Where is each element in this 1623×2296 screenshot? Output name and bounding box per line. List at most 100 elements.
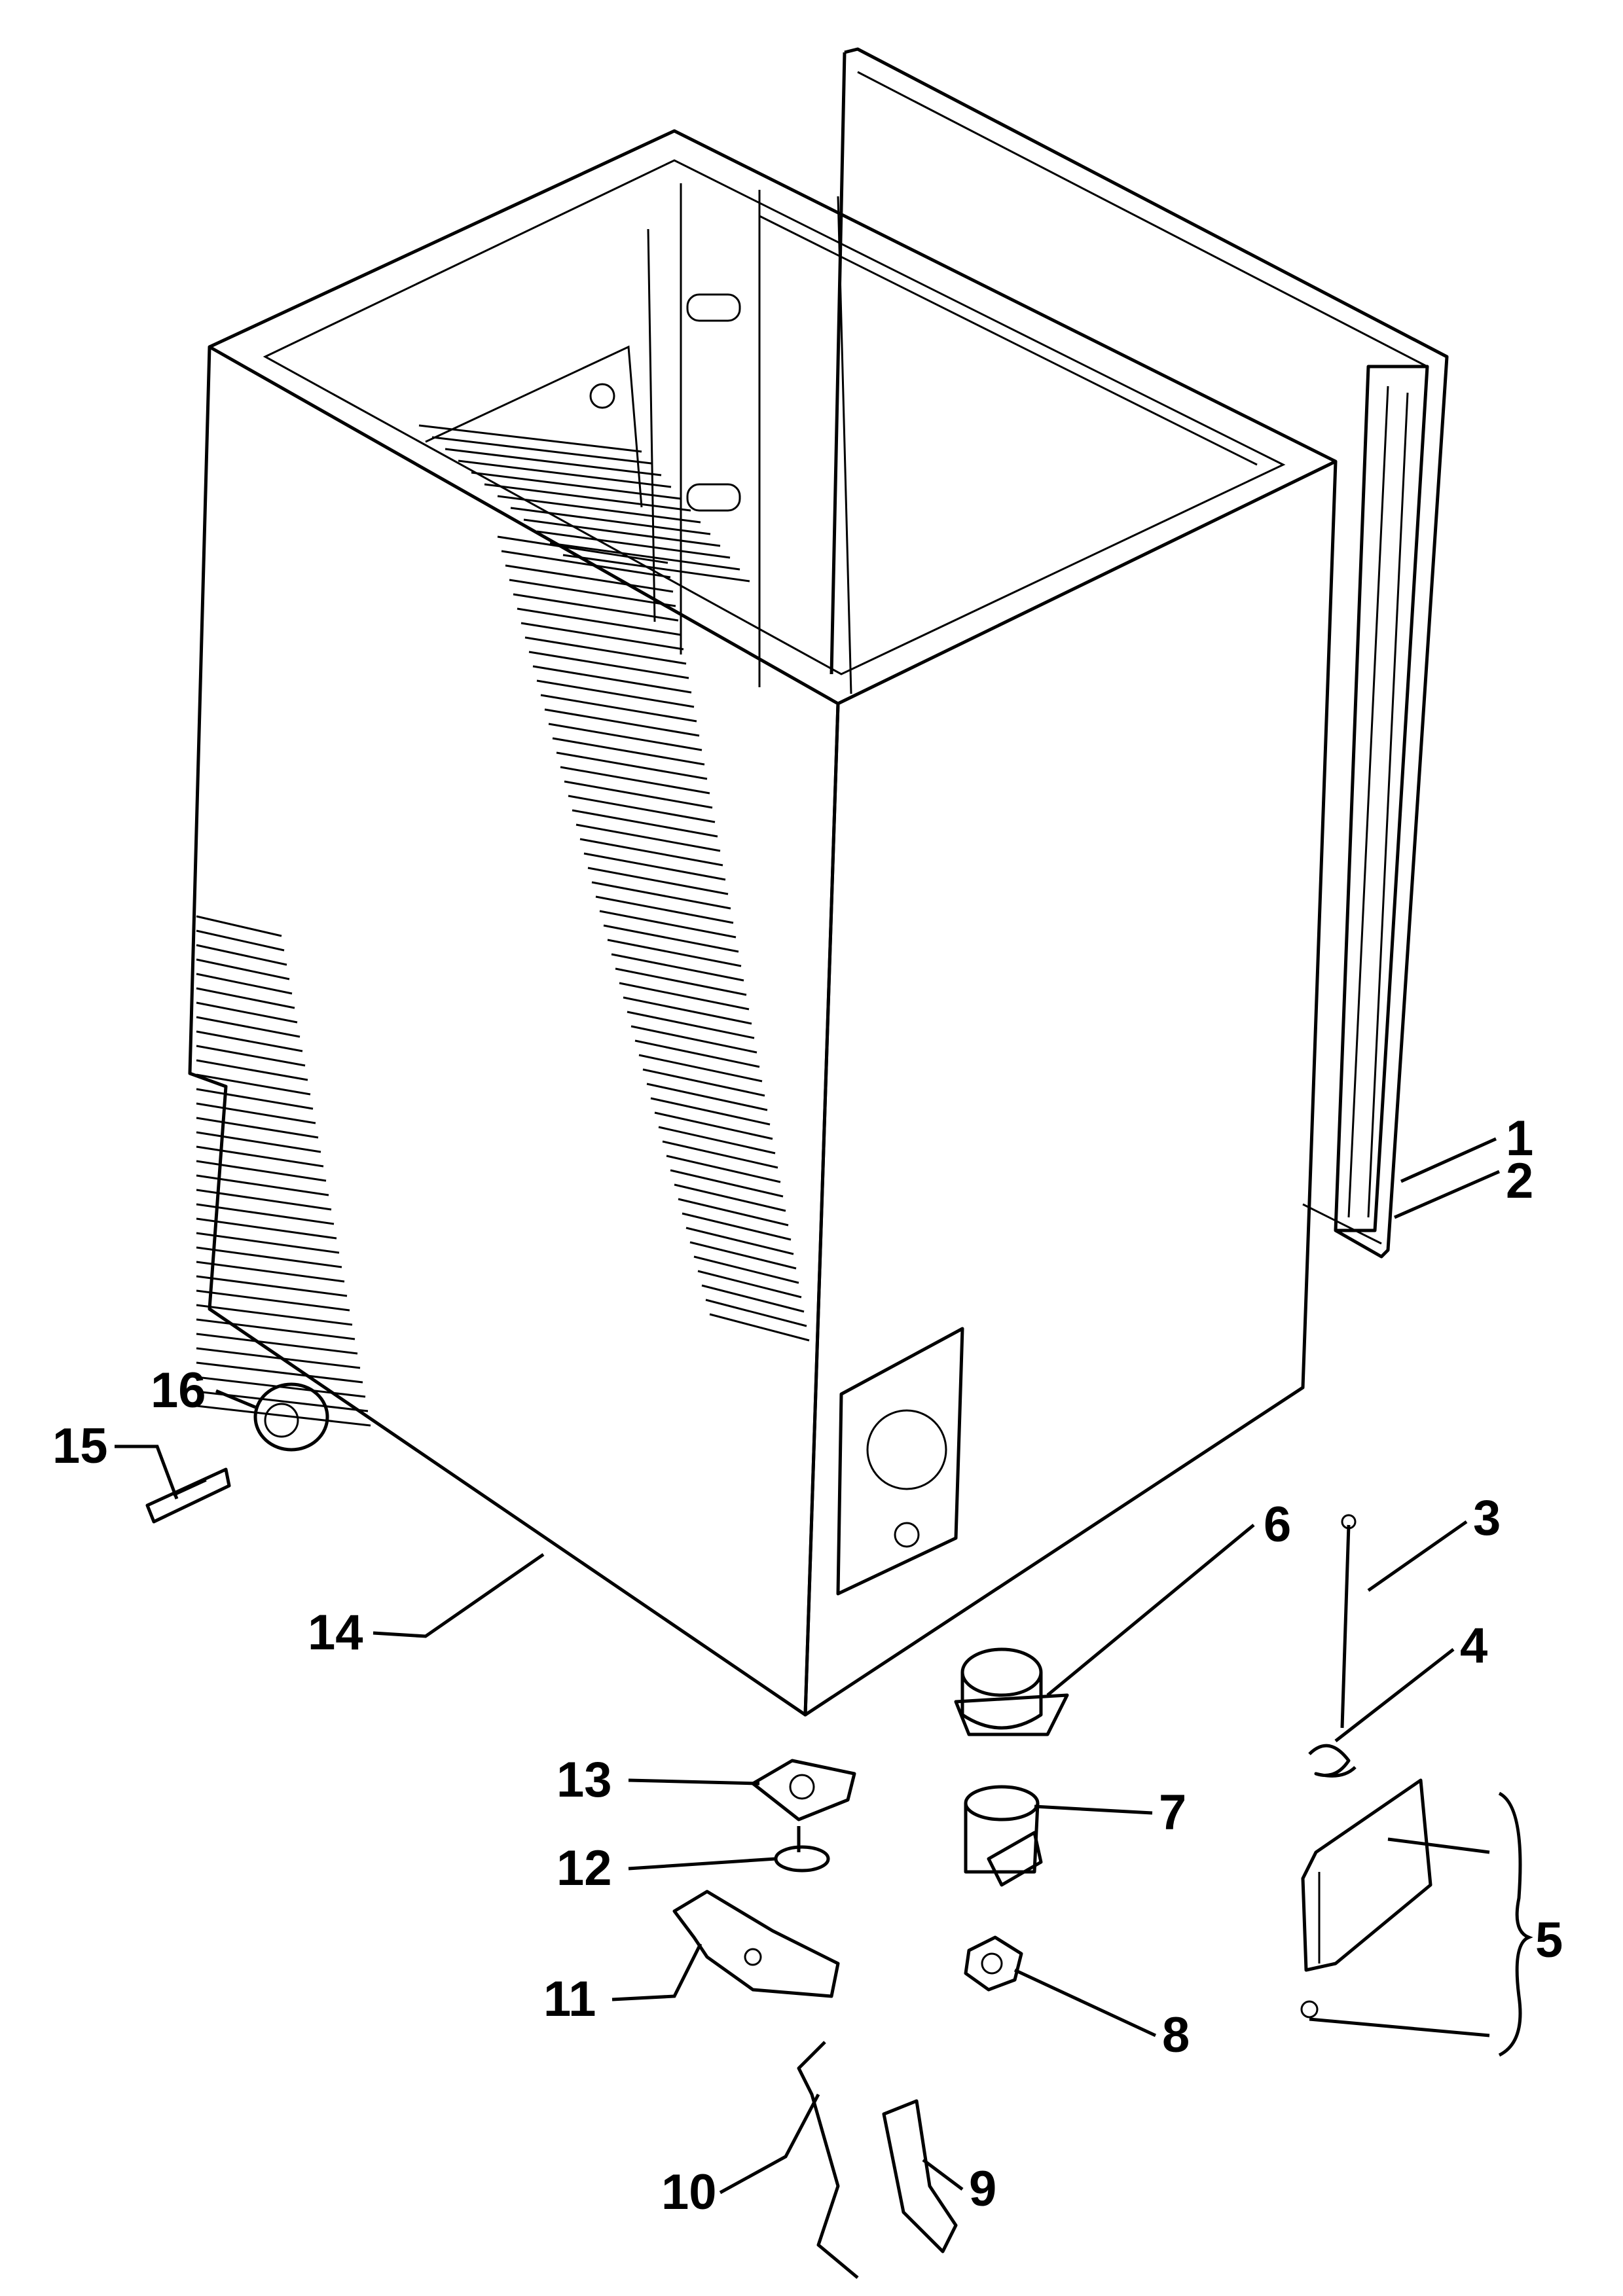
shading-line — [196, 1016, 301, 1038]
shading-line — [196, 1189, 332, 1211]
part-12-foot — [774, 1826, 830, 1873]
shading-line — [642, 1068, 765, 1097]
shading-line — [658, 1126, 776, 1155]
shading-line — [544, 708, 700, 737]
shading-line — [607, 939, 742, 967]
shading-line — [445, 448, 662, 476]
shading-line — [627, 1011, 755, 1039]
shading-line — [520, 622, 684, 651]
shading-line — [196, 1246, 342, 1268]
shading-line — [196, 1088, 314, 1110]
shading-line — [196, 1131, 321, 1153]
shading-line — [196, 1203, 335, 1225]
label-7: 7 — [1159, 1785, 1186, 1840]
part-11-plate — [672, 1890, 840, 1998]
label-4: 4 — [1460, 1618, 1487, 1674]
shading-line — [709, 1313, 810, 1342]
shading-line — [682, 1212, 792, 1241]
label-1: 1 — [1506, 1111, 1533, 1166]
label-11: 11 — [543, 1971, 596, 2027]
shading-line — [418, 424, 642, 453]
shading-line — [196, 1073, 311, 1096]
shading-line — [674, 1183, 786, 1212]
shading-line — [196, 944, 287, 966]
part-9-bracket — [882, 2099, 958, 2253]
shading-line — [523, 518, 721, 547]
shading-line — [458, 459, 672, 488]
shading-line — [484, 483, 691, 512]
shading-line — [196, 915, 282, 937]
shading-line — [540, 694, 697, 723]
shading-line — [615, 967, 747, 996]
label-14: 14 — [308, 1605, 363, 1660]
shading-line — [196, 1261, 345, 1283]
shading-line — [568, 795, 716, 823]
cabinet-shading — [196, 424, 810, 1427]
shading-line — [431, 436, 652, 465]
shading-line — [196, 1232, 340, 1254]
label-12: 12 — [556, 1840, 612, 1896]
shading-line — [536, 679, 695, 708]
part-4-spring — [1308, 1744, 1357, 1778]
part-8-nut — [964, 1935, 1023, 1992]
shading-line — [693, 1255, 799, 1284]
shading-line — [603, 924, 739, 953]
part-3-rod — [1340, 1514, 1357, 1729]
shading-line — [497, 535, 668, 564]
part-16-bushing — [253, 1382, 329, 1452]
label-13: 13 — [556, 1752, 612, 1808]
shading-line — [505, 564, 674, 593]
shading-line — [579, 838, 723, 867]
part-6-drain-fitting — [954, 1647, 1069, 1736]
shading-line — [670, 1169, 784, 1198]
part-7-connector — [964, 1785, 1043, 1887]
shading-line — [552, 737, 705, 766]
shading-line — [560, 766, 710, 795]
shading-line — [562, 554, 750, 583]
shading-line — [583, 852, 726, 881]
shading-line — [666, 1155, 781, 1183]
shading-line — [599, 910, 737, 939]
shading-line — [501, 550, 671, 579]
shading-line — [587, 867, 729, 895]
shading-line — [196, 958, 290, 980]
shading-line — [701, 1284, 805, 1313]
shading-line — [575, 823, 721, 852]
part-10-rod — [797, 2041, 859, 2279]
shading-line — [497, 495, 701, 524]
shading-line — [634, 1039, 760, 1068]
shading-line — [678, 1198, 789, 1227]
shading-line — [196, 1361, 363, 1384]
cabinet-body — [188, 129, 1338, 1717]
shading-line — [595, 895, 734, 924]
shading-line — [196, 1117, 319, 1139]
shading-line — [532, 665, 692, 694]
shading-line — [510, 507, 711, 535]
shading-line — [196, 1304, 353, 1326]
shading-line — [196, 1045, 306, 1067]
shading-line — [513, 593, 679, 622]
shading-line — [549, 542, 740, 571]
shading-line — [196, 1174, 329, 1196]
label-2: 2 — [1506, 1153, 1533, 1209]
shading-line — [548, 723, 702, 751]
shading-line — [196, 1001, 298, 1024]
shading-line — [689, 1241, 797, 1270]
part-5-cover — [1300, 1778, 1432, 2018]
shading-line — [564, 780, 713, 809]
shading-line — [528, 651, 689, 679]
shading-line — [196, 1145, 324, 1168]
shading-line — [196, 973, 293, 995]
part-13-mount — [751, 1759, 856, 1821]
shading-line — [196, 987, 295, 1009]
shading-line — [196, 929, 285, 952]
shading-line — [685, 1227, 794, 1255]
label-10: 10 — [661, 2164, 717, 2220]
label-15: 15 — [52, 1418, 108, 1474]
shading-line — [196, 1333, 358, 1355]
shading-line — [517, 607, 682, 636]
door-panel — [830, 47, 1449, 1259]
shading-line — [196, 1102, 316, 1124]
shading-line — [196, 1030, 303, 1052]
